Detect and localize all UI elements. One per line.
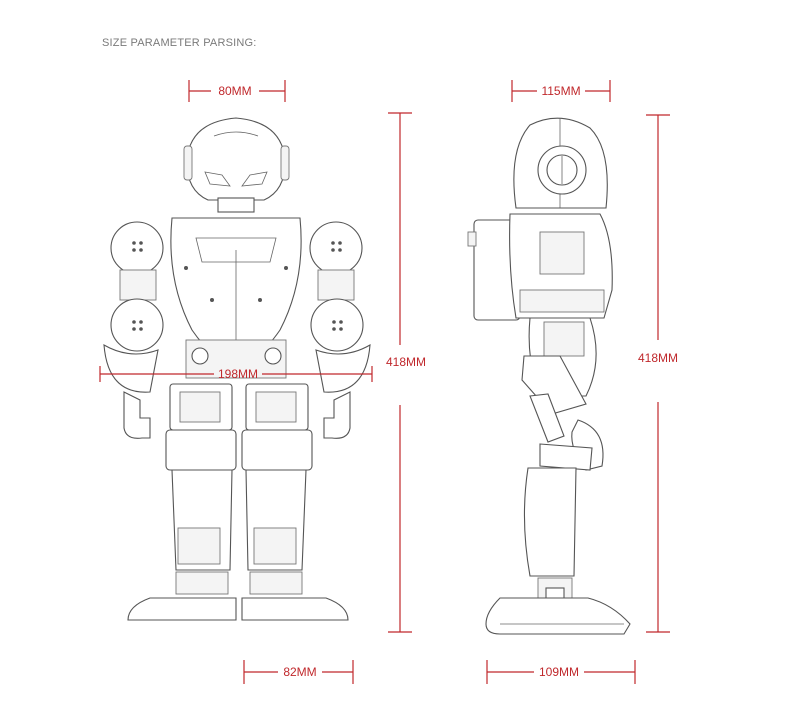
- label-side-foot-length: 109MM: [539, 665, 579, 679]
- dim-front-shoulder-width: 198MM: [99, 366, 373, 382]
- front-view-robot: [103, 117, 371, 621]
- page-title: SIZE PARAMETER PARSING:: [102, 37, 257, 49]
- label-side-height: 418MM: [638, 351, 678, 365]
- dim-side-height: 418MM: [638, 114, 678, 633]
- label-front-foot-width: 82MM: [283, 665, 316, 679]
- label-front-head-width: 80MM: [218, 84, 251, 98]
- label-front-height: 418MM: [386, 355, 426, 369]
- dim-front-foot-width: 82MM: [243, 660, 354, 684]
- label-front-shoulder-width: 198MM: [218, 367, 258, 381]
- dim-side-foot-length: 109MM: [486, 660, 636, 684]
- side-view-robot: [467, 117, 631, 635]
- dim-side-head-depth: 115MM: [511, 80, 611, 102]
- dim-front-head-width: 80MM: [188, 80, 286, 102]
- label-side-head-depth: 115MM: [541, 84, 580, 98]
- dim-front-height: 418MM: [386, 112, 426, 633]
